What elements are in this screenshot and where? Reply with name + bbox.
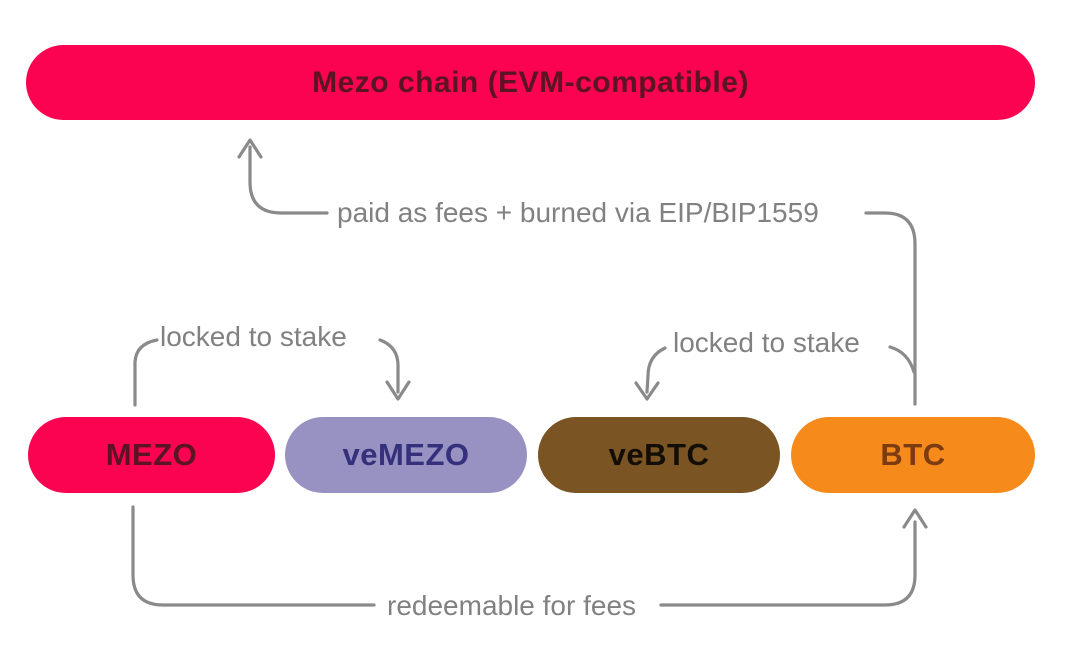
- line-btc-up-to-burn-label: [864, 211, 917, 406]
- arrow-locked-to-vemezo-line: [378, 338, 400, 394]
- node-token-vebtc: veBTC: [538, 417, 780, 493]
- arrow-locked-to-vebtc-line: [645, 346, 667, 394]
- node-mezo-chain: Mezo chain (EVM-compatible): [26, 45, 1035, 120]
- arrow-locked-to-vemezo-head: [385, 380, 411, 401]
- node-token-vemezo: veMEZO: [285, 417, 527, 493]
- line-locked-label-to-btc: [888, 345, 916, 374]
- node-token-btc: BTC: [791, 417, 1035, 493]
- arrow-redeem-to-btc-line: [659, 520, 917, 607]
- arrow-burn-to-chain-head: [237, 138, 263, 159]
- edge-label-fees-burn: paid as fees + burned via EIP/BIP1559: [337, 197, 819, 228]
- arrow-redeem-to-btc-head: [902, 508, 928, 529]
- node-token-btc-label: BTC: [880, 437, 946, 472]
- line-mezo-to-locked-label: [133, 338, 159, 407]
- arrow-burn-to-chain-line: [248, 145, 329, 215]
- node-mezo-chain-label: Mezo chain (EVM-compatible): [312, 65, 749, 99]
- edge-label-locked-to-stake-right: locked to stake: [673, 327, 860, 358]
- arrow-locked-to-vebtc-head: [634, 381, 660, 401]
- node-token-vemezo-label: veMEZO: [342, 437, 470, 472]
- node-token-mezo-label: MEZO: [105, 437, 198, 472]
- edge-label-redeemable-for-fees: redeemable for fees: [387, 590, 637, 621]
- node-token-vebtc-label: veBTC: [608, 437, 710, 472]
- line-mezo-to-redeem-label: [131, 505, 376, 607]
- node-token-mezo: MEZO: [28, 417, 275, 493]
- edge-label-locked-to-stake-left: locked to stake: [160, 321, 347, 352]
